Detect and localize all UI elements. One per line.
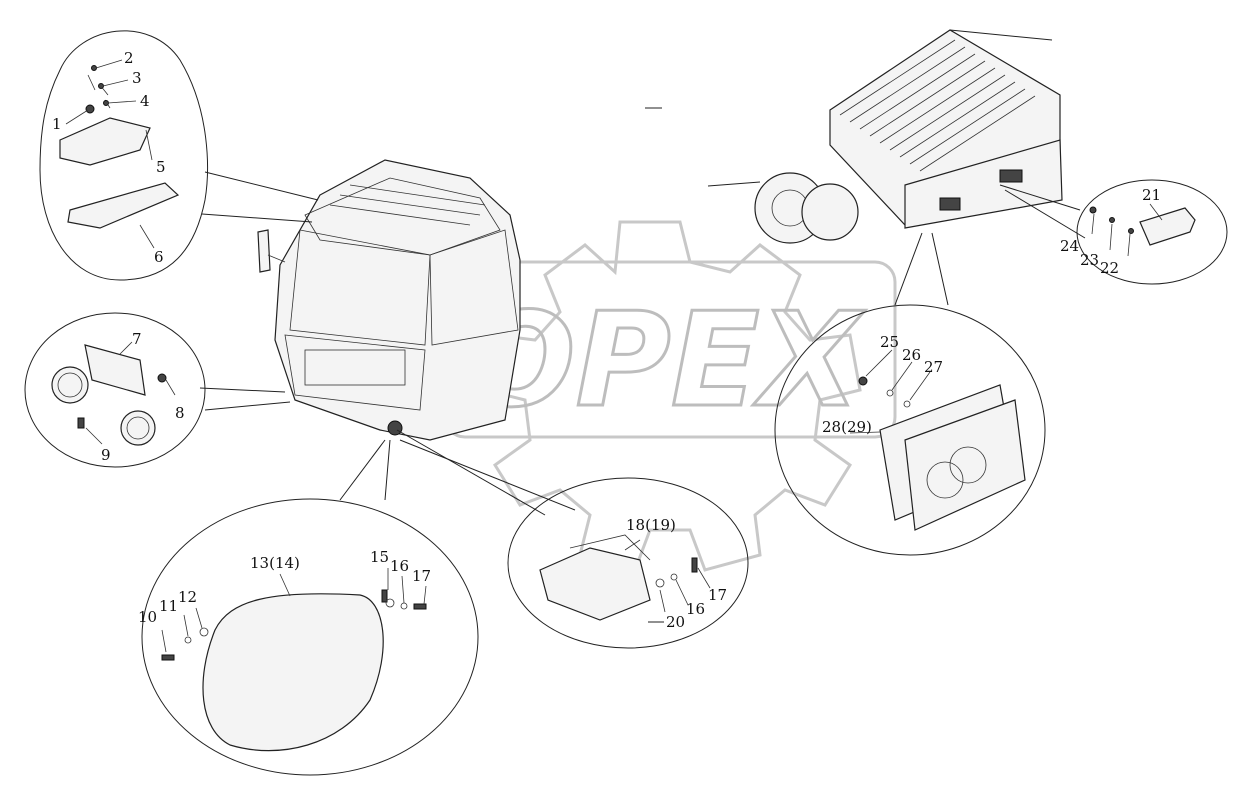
watermark-text: OPEX (465, 284, 866, 436)
callout-8: 8 (175, 404, 185, 422)
callout-17a: 17 (412, 567, 431, 585)
callout-28: 28(29) (822, 418, 872, 436)
callout-labels: 1 2 3 4 5 6 7 8 9 10 11 12 13(14) 15 16 … (52, 49, 1161, 631)
callout-16b: 16 (686, 600, 705, 618)
callout-13: 13(14) (250, 554, 300, 572)
callout-9: 9 (101, 446, 111, 464)
callout-10: 10 (138, 608, 157, 626)
callout-20: 20 (666, 613, 685, 631)
detail-fog-lamp (396, 429, 749, 649)
callout-7: 7 (132, 330, 142, 348)
callout-16a: 16 (390, 557, 409, 575)
callout-25: 25 (880, 333, 899, 351)
truck-bed (645, 29, 1063, 244)
callout-4: 4 (140, 92, 150, 110)
callout-2: 2 (124, 49, 134, 67)
detail-horn (24, 312, 291, 468)
callout-11: 11 (159, 597, 178, 615)
callout-15: 15 (370, 548, 389, 566)
callout-18: 18(19) (626, 516, 676, 534)
callout-5: 5 (156, 158, 166, 176)
detail-roof-lamp (39, 30, 319, 281)
detail-rear-lamp (774, 232, 1046, 556)
callout-26: 26 (902, 346, 921, 364)
callout-6: 6 (154, 248, 164, 266)
callout-3: 3 (132, 69, 142, 87)
callout-22: 22 (1100, 259, 1119, 277)
detail-licence-lamp (999, 179, 1228, 285)
detail-headlamp (141, 439, 479, 776)
callout-12: 12 (178, 588, 197, 606)
callout-24: 24 (1060, 237, 1079, 255)
watermark: OPEX (443, 220, 897, 572)
callout-21: 21 (1142, 186, 1161, 204)
callout-1: 1 (52, 115, 62, 133)
callout-27: 27 (924, 358, 943, 376)
callout-17b: 17 (708, 586, 727, 604)
callout-23: 23 (1080, 251, 1099, 269)
truck-cab (257, 159, 521, 441)
